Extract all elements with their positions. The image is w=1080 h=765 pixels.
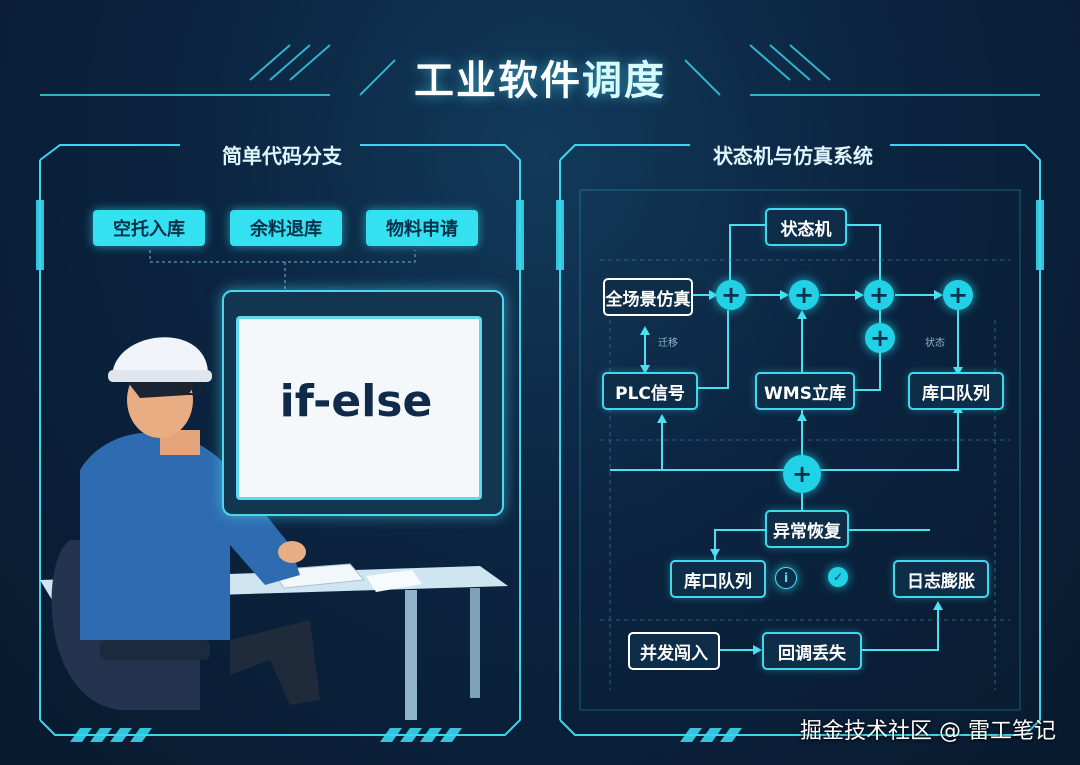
plus-node-3: + (864, 280, 894, 310)
anomaly-recovery-box: 异常恢复 (765, 510, 849, 548)
code-text: if-else (279, 376, 433, 427)
concurrent-intrusion-box: 并发闯入 (628, 632, 720, 670)
edge-label-migrate: 迁移 (658, 338, 678, 349)
log-bloat-box: 日志膨胀 (893, 560, 989, 598)
watermark: 掘金技术社区 @ 雷工笔记 (800, 719, 1056, 744)
callback-lost-box: 回调丢失 (762, 632, 862, 670)
info-icon: i (775, 567, 797, 589)
queue-bottom-box: 库口队列 (670, 560, 766, 598)
plus-node-5: + (865, 323, 895, 353)
plus-node-2: + (789, 280, 819, 310)
plus-node-4: + (943, 280, 973, 310)
monitor-screen (236, 316, 482, 500)
branch-leftover-return: 余料退库 (230, 210, 342, 246)
wms-box: WMS立库 (755, 372, 855, 410)
plus-node-center: + (783, 455, 821, 493)
branch-empty-pallet-inbound: 空托入库 (93, 210, 205, 246)
branch-material-request: 物料申请 (366, 210, 478, 246)
page-title: 工业软件调度 (414, 58, 666, 104)
full-sim-box: 全场景仿真 (603, 278, 693, 316)
state-machine-box: 状态机 (765, 208, 847, 246)
edge-label-state: 状态 (925, 338, 945, 349)
left-panel-header: 简单代码分支 (222, 144, 342, 168)
check-icon: ✓ (828, 567, 848, 587)
right-panel-header: 状态机与仿真系统 (713, 144, 873, 168)
plus-node-1: + (716, 280, 746, 310)
plc-signal-box: PLC信号 (602, 372, 698, 410)
queue-top-box: 库口队列 (908, 372, 1004, 410)
